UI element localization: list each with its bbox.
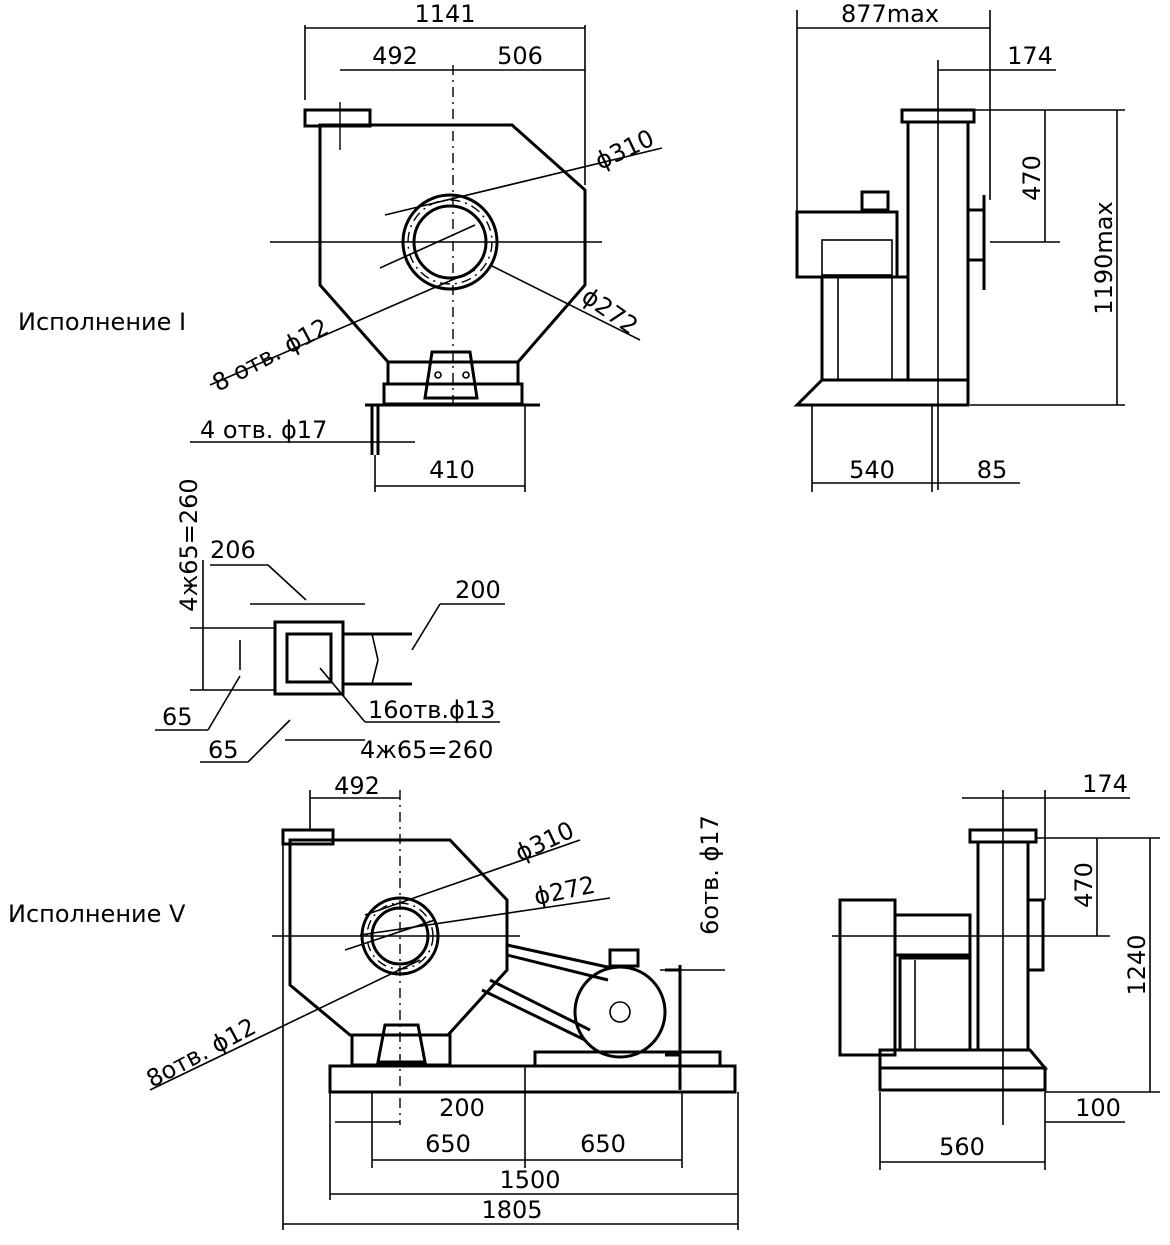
- base-bracket: [423, 350, 479, 400]
- dim-4x65-horizontal: 4ж65=260: [360, 736, 493, 764]
- fan-variant-1-front-view: 1141 492 506 ϕ310 ϕ272 8 отв. ϕ12 4 отв.…: [190, 0, 663, 492]
- dim-65-a: 65: [162, 703, 193, 731]
- support-frame: [820, 275, 910, 382]
- dim-1141: 1141: [414, 0, 475, 28]
- flange-inner: [285, 632, 333, 684]
- dim-470: 470: [1018, 155, 1046, 201]
- variant-1-label: Исполнение I: [18, 308, 186, 336]
- dim-410: 410: [429, 456, 475, 484]
- v-dim-174: 174: [1082, 770, 1128, 798]
- holes-8x12-label: 8 отв. ϕ12: [208, 313, 334, 398]
- dim-85: 85: [977, 456, 1008, 484]
- dim-4x65-vertical: 4ж65=260: [175, 478, 203, 611]
- dim-200: 200: [455, 576, 501, 604]
- v-dim-phi-272: ϕ272: [531, 871, 597, 911]
- dim-506: 506: [497, 42, 543, 70]
- v-dim-1805: 1805: [481, 1196, 542, 1224]
- dim-65-b: 65: [208, 736, 239, 764]
- v-dim-1240: 1240: [1123, 934, 1151, 995]
- fan-housing-outline: [318, 123, 587, 364]
- flange-detail: 206 200 4ж65=260 65 65 16отв.ϕ13 4ж65=26…: [155, 478, 505, 764]
- v-motor-body: [573, 965, 667, 1059]
- v-dim-100: 100: [1075, 1094, 1121, 1122]
- v-dim-650-left: 650: [425, 1130, 471, 1158]
- dim-174-top: 174: [1007, 42, 1053, 70]
- dim-phi-272: ϕ272: [577, 282, 644, 340]
- v-dim-200: 200: [439, 1094, 485, 1122]
- motor-body: [795, 210, 899, 279]
- v-side-motor: [838, 898, 897, 1057]
- dim-1190max: 1190max: [1090, 201, 1118, 314]
- v-fan-housing-outline: [288, 838, 509, 1037]
- v-base-frame: [328, 1064, 737, 1094]
- fan-variant-5-front-view: 492 ϕ310 ϕ272 6отв. ϕ17 8отв. ϕ12 200 65…: [142, 772, 739, 1230]
- v-dim-470: 470: [1070, 862, 1098, 908]
- dim-877max: 877max: [841, 0, 939, 28]
- outlet-flange: [303, 108, 372, 128]
- v-holes-6x17-label: 6отв. ϕ17: [696, 815, 724, 935]
- fan-variant-5-side-view: 174 470 1240 100 560: [832, 770, 1160, 1170]
- v-dim-650-right: 650: [580, 1130, 626, 1158]
- v-holes-8x12-label: 8отв. ϕ12: [142, 1012, 261, 1093]
- dim-492: 492: [372, 42, 418, 70]
- dim-540: 540: [849, 456, 895, 484]
- v-dim-1500: 1500: [499, 1166, 560, 1194]
- dim-206: 206: [210, 536, 256, 564]
- holes-16x13-label: 16отв.ϕ13: [368, 696, 495, 724]
- flange-outer: [273, 620, 345, 696]
- side-base: [793, 378, 970, 407]
- dim-phi-310: ϕ310: [591, 124, 659, 175]
- variant-5-label: Исполнение V: [8, 900, 186, 928]
- v-dim-phi-310: ϕ310: [511, 816, 579, 867]
- inlet-pipe: [966, 208, 986, 262]
- v-dim-492: 492: [334, 772, 380, 800]
- fan-variant-1-side-view: 877max 174 470 1190max 540 85: [793, 0, 1125, 492]
- v-dim-560: 560: [939, 1133, 985, 1161]
- v-side-base: [878, 1048, 1049, 1070]
- holes-4x17-label: 4 отв. ϕ17: [200, 416, 327, 444]
